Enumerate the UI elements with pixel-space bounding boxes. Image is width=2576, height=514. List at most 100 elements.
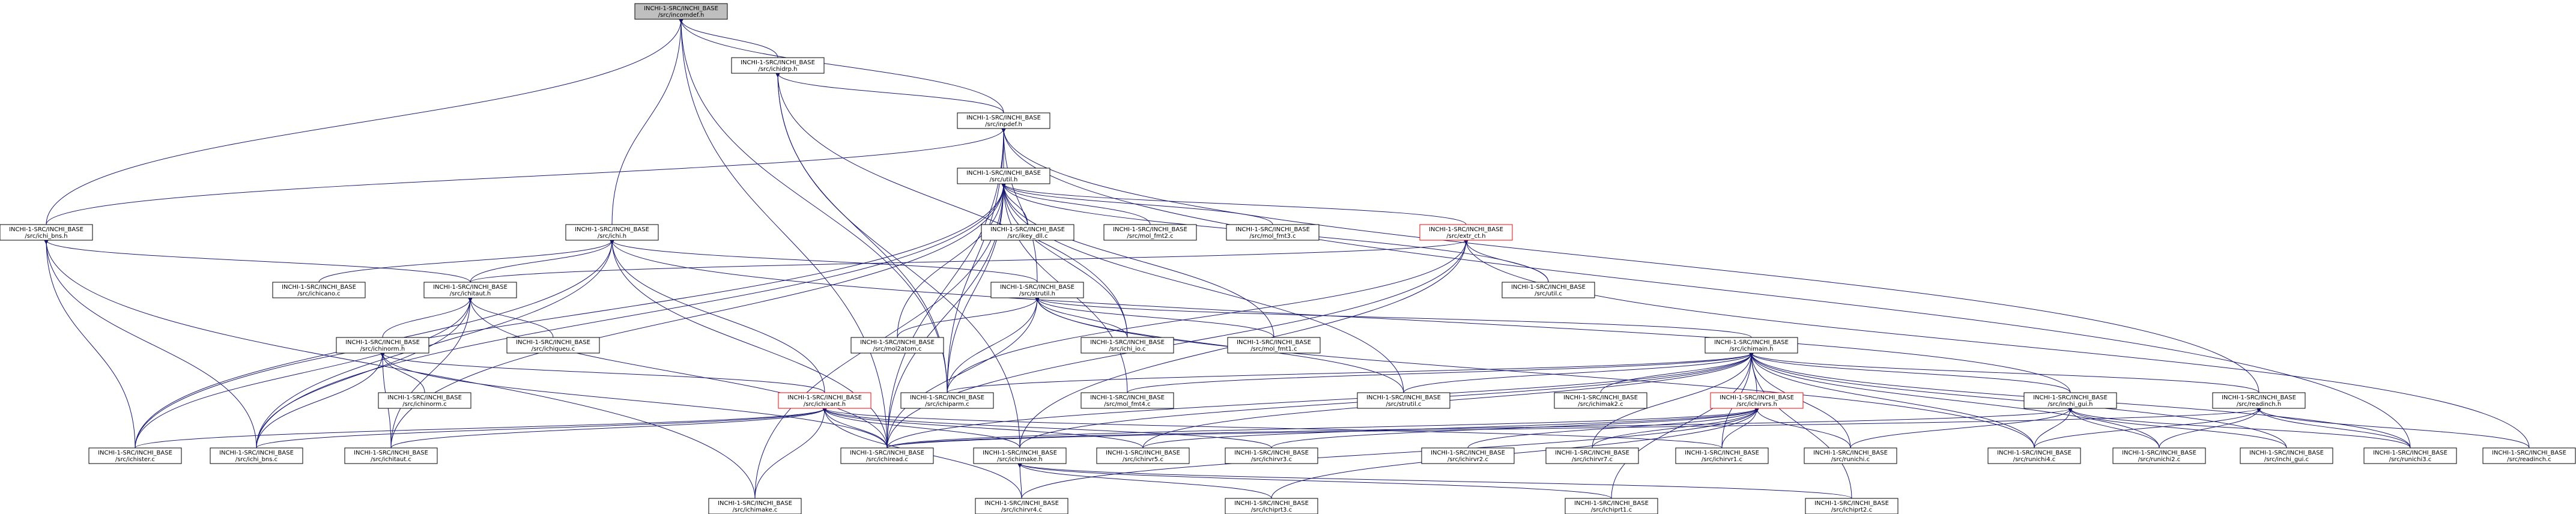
node-ichirvr7-c[interactable]: INCHI-1-SRC/INCHI_BASE/src/ichirvr7.c	[1545, 447, 1639, 464]
node-mol-fmt3-c[interactable]: INCHI-1-SRC/INCHI_BASE/src/mol_fmt3.c	[1226, 224, 1320, 241]
node-box	[1225, 498, 1318, 514]
edge-util_h-to-ichi_bns_c	[256, 183, 1006, 449]
node-ichi-io-c[interactable]: INCHI-1-SRC/INCHI_BASE/src/ichi_io.c	[1080, 337, 1174, 354]
node-ichiparm-c[interactable]: INCHI-1-SRC/INCHI_BASE/src/ichiparm.c	[900, 392, 994, 409]
node-ichinorm-h[interactable]: INCHI-1-SRC/INCHI_BASE/src/ichinorm.h	[336, 337, 429, 354]
node-ichiprt3-c[interactable]: INCHI-1-SRC/INCHI_BASE/src/ichiprt3.c	[1225, 498, 1318, 514]
node-ikey-dll-c[interactable]: INCHI-1-SRC/INCHI_BASE/src/ikey_dll.c	[981, 224, 1074, 241]
edge-ichi_bns_h-to-ichitaut_h	[44, 240, 471, 283]
node-incomdef-h[interactable]: INCHI-1-SRC/INCHI_BASE/src/incomdef.h	[634, 3, 728, 20]
node-ichister-c[interactable]: INCHI-1-SRC/INCHI_BASE/src/ichister.c	[88, 447, 182, 464]
node-runichi2-c[interactable]: INCHI-1-SRC/INCHI_BASE/src/runichi2.c	[2112, 447, 2206, 464]
node-ichimain-h[interactable]: INCHI-1-SRC/INCHI_BASE/src/ichimain.h	[1705, 337, 1798, 354]
node-label-line1: INCHI-1-SRC/INCHI_BASE	[718, 500, 792, 507]
node-util-c[interactable]: INCHI-1-SRC/INCHI_BASE/src/util.c	[1502, 282, 1595, 298]
node-box	[1710, 392, 1804, 409]
node-ichi-h[interactable]: INCHI-1-SRC/INCHI_BASE/src/ichi.h	[565, 224, 659, 241]
edge-ichimain_h-to-ichiprt2_c	[1749, 352, 1852, 499]
node-ichirvr5-c[interactable]: INCHI-1-SRC/INCHI_BASE/src/ichirvr5.c	[1096, 447, 1190, 464]
node-label-line1: INCHI-1-SRC/INCHI_BASE	[9, 226, 83, 233]
node-ichiprt2-c[interactable]: INCHI-1-SRC/INCHI_BASE/src/ichiprt2.c	[1805, 498, 1899, 514]
node-label-line1: INCHI-1-SRC/INCHI_BASE	[910, 395, 984, 401]
edge-ichi_h-to-strutil_h	[610, 240, 1038, 283]
edge-incomdef_h-to-ichiparm_c	[679, 19, 948, 393]
node-box	[0, 224, 93, 241]
node-label-line2: /src/ichirvr1.c	[1702, 456, 1742, 463]
node-mol2atom-c[interactable]: INCHI-1-SRC/INCHI_BASE/src/mol2atom.c	[850, 337, 944, 354]
node-ichiread-c[interactable]: INCHI-1-SRC/INCHI_BASE/src/ichiread.c	[840, 447, 934, 464]
node-inchi-gui-c[interactable]: INCHI-1-SRC/INCHI_BASE/src/inchi_gui.c	[2240, 447, 2333, 464]
node-box	[1804, 447, 1897, 464]
edge-ichitaut_h-to-ichi_bns_c	[256, 297, 473, 449]
node-label-line1: INCHI-1-SRC/INCHI_BASE	[354, 450, 428, 456]
node-label-line2: /src/inpdef.h	[985, 121, 1022, 128]
node-ichirvrs-h[interactable]: INCHI-1-SRC/INCHI_BASE/src/ichirvrs.h	[1710, 392, 1804, 409]
node-label-line2: /src/util.c	[1535, 291, 1562, 297]
node-label-line1: INCHI-1-SRC/INCHI_BASE	[1813, 450, 1888, 456]
node-mol-fmt4-c[interactable]: INCHI-1-SRC/INCHI_BASE/src/mol_fmt4.c	[1080, 392, 1174, 409]
node-label-line2: /src/mol_fmt4.c	[1104, 401, 1150, 408]
node-ichi-bns-h[interactable]: INCHI-1-SRC/INCHI_BASE/src/ichi_bns.h	[0, 224, 93, 241]
node-box	[1225, 447, 1318, 464]
node-box	[1421, 447, 1515, 464]
node-label-line2: /src/ichiprt1.c	[1591, 507, 1632, 513]
edge-ichi_bns_h-to-ichimake_c	[44, 240, 756, 499]
node-runichi4-c[interactable]: INCHI-1-SRC/INCHI_BASE/src/runichi4.c	[1987, 447, 2081, 464]
node-ichirvr1-c[interactable]: INCHI-1-SRC/INCHI_BASE/src/ichirvr1.c	[1675, 447, 1769, 464]
edge-inpdef_h-to-strutil_h	[1001, 128, 1038, 283]
node-ichimake-h[interactable]: INCHI-1-SRC/INCHI_BASE/src/ichimake.h	[973, 447, 1067, 464]
node-label-line2: /src/mol_fmt2.c	[1127, 233, 1173, 240]
node-label-line1: INCHI-1-SRC/INCHI_BASE	[1234, 450, 1309, 456]
node-label-line1: INCHI-1-SRC/INCHI_BASE	[2492, 450, 2566, 456]
node-extr-ct-h[interactable]: INCHI-1-SRC/INCHI_BASE/src/extr_ct.h	[1419, 224, 1513, 241]
node-strutil-h[interactable]: INCHI-1-SRC/INCHI_BASE/src/strutil.h	[990, 282, 1084, 298]
node-box	[336, 337, 429, 354]
node-box	[1227, 337, 1321, 354]
node-ichiprt1-c[interactable]: INCHI-1-SRC/INCHI_BASE/src/ichiprt1.c	[1565, 498, 1658, 514]
node-runichi3-c[interactable]: INCHI-1-SRC/INCHI_BASE/src/runichi3.c	[2363, 447, 2457, 464]
node-ichinorm-c[interactable]: INCHI-1-SRC/INCHI_BASE/src/ichinorm.c	[378, 392, 471, 409]
node-ichirvr3-c[interactable]: INCHI-1-SRC/INCHI_BASE/src/ichirvr3.c	[1225, 447, 1318, 464]
node-label-line1: INCHI-1-SRC/INCHI_BASE	[1714, 339, 1789, 346]
node-label-line1: INCHI-1-SRC/INCHI_BASE	[983, 450, 1057, 456]
node-label-line2: /src/util.h	[990, 177, 1018, 183]
node-ichidrp-h[interactable]: INCHI-1-SRC/INCHI_BASE/src/ichidrp.h	[731, 57, 825, 74]
node-ichicant-h[interactable]: INCHI-1-SRC/INCHI_BASE/src/ichicant.h	[778, 392, 871, 409]
node-ichi-bns-c[interactable]: INCHI-1-SRC/INCHI_BASE/src/ichi_bns.c	[210, 447, 303, 464]
node-inchi-gui-h[interactable]: INCHI-1-SRC/INCHI_BASE/src/inchi_gui.h	[2023, 392, 2117, 409]
node-label-line1: INCHI-1-SRC/INCHI_BASE	[2033, 395, 2108, 401]
node-ichimak2-c[interactable]: INCHI-1-SRC/INCHI_BASE/src/ichimak2.c	[1554, 392, 1647, 409]
node-box	[272, 282, 366, 298]
node-label-line1: INCHI-1-SRC/INCHI_BASE	[1234, 500, 1309, 507]
edge-incomdef_h-to-ichi_bns_h	[46, 19, 683, 225]
node-box	[378, 392, 471, 409]
node-label-line1: INCHI-1-SRC/INCHI_BASE	[984, 500, 1059, 507]
node-label-line1: INCHI-1-SRC/INCHI_BASE	[1814, 500, 1889, 507]
edge-ichi_h-to-ichicant_h	[610, 240, 825, 393]
node-util-h[interactable]: INCHI-1-SRC/INCHI_BASE/src/util.h	[957, 168, 1050, 184]
node-ichimake-c[interactable]: INCHI-1-SRC/INCHI_BASE/src/ichimake.c	[708, 498, 802, 514]
node-readinch-h[interactable]: INCHI-1-SRC/INCHI_BASE/src/readinch.h	[2212, 392, 2306, 409]
node-ichirvr4-c[interactable]: INCHI-1-SRC/INCHI_BASE/src/ichirvr4.c	[975, 498, 1068, 514]
node-readinch-c[interactable]: INCHI-1-SRC/INCHI_BASE/src/readinch.c	[2482, 447, 2576, 464]
node-label-line2: /src/inchi_gui.c	[2264, 456, 2309, 463]
node-box	[840, 447, 934, 464]
edge-util_h-to-extr_ct_h	[1001, 183, 1467, 225]
node-ichitaut-h[interactable]: INCHI-1-SRC/INCHI_BASE/src/ichitaut.h	[423, 282, 517, 298]
node-strutil-c[interactable]: INCHI-1-SRC/INCHI_BASE/src/strutil.c	[1357, 392, 1450, 409]
edge-incomdef_h-to-ichiread_c	[679, 19, 888, 449]
node-ichitaut-c[interactable]: INCHI-1-SRC/INCHI_BASE/src/ichitaut.c	[344, 447, 438, 464]
node-inpdef-h[interactable]: INCHI-1-SRC/INCHI_BASE/src/inpdef.h	[957, 112, 1050, 129]
edge-ichirvrs_h-to-ichirvr3_c	[1271, 408, 1759, 449]
node-ichicano-c[interactable]: INCHI-1-SRC/INCHI_BASE/src/ichicano.c	[272, 282, 366, 298]
node-ichirvr2-c[interactable]: INCHI-1-SRC/INCHI_BASE/src/ichirvr2.c	[1421, 447, 1515, 464]
node-box	[88, 447, 182, 464]
node-mol-fmt1-c[interactable]: INCHI-1-SRC/INCHI_BASE/src/mol_fmt1.c	[1227, 337, 1321, 354]
node-label-line2: /src/ichirvr3.c	[1251, 456, 1292, 463]
node-ichiqueu-c[interactable]: INCHI-1-SRC/INCHI_BASE/src/ichiqueu.c	[506, 337, 600, 354]
node-box	[1080, 337, 1174, 354]
node-runichi-c[interactable]: INCHI-1-SRC/INCHI_BASE/src/runichi.c	[1804, 447, 1897, 464]
node-mol-fmt2-c[interactable]: INCHI-1-SRC/INCHI_BASE/src/mol_fmt2.c	[1103, 224, 1197, 241]
edge-extr_ct_h-to-readinch_c	[1464, 240, 2530, 449]
edge-inpdef_h-to-runichi3_c	[1001, 128, 2411, 449]
